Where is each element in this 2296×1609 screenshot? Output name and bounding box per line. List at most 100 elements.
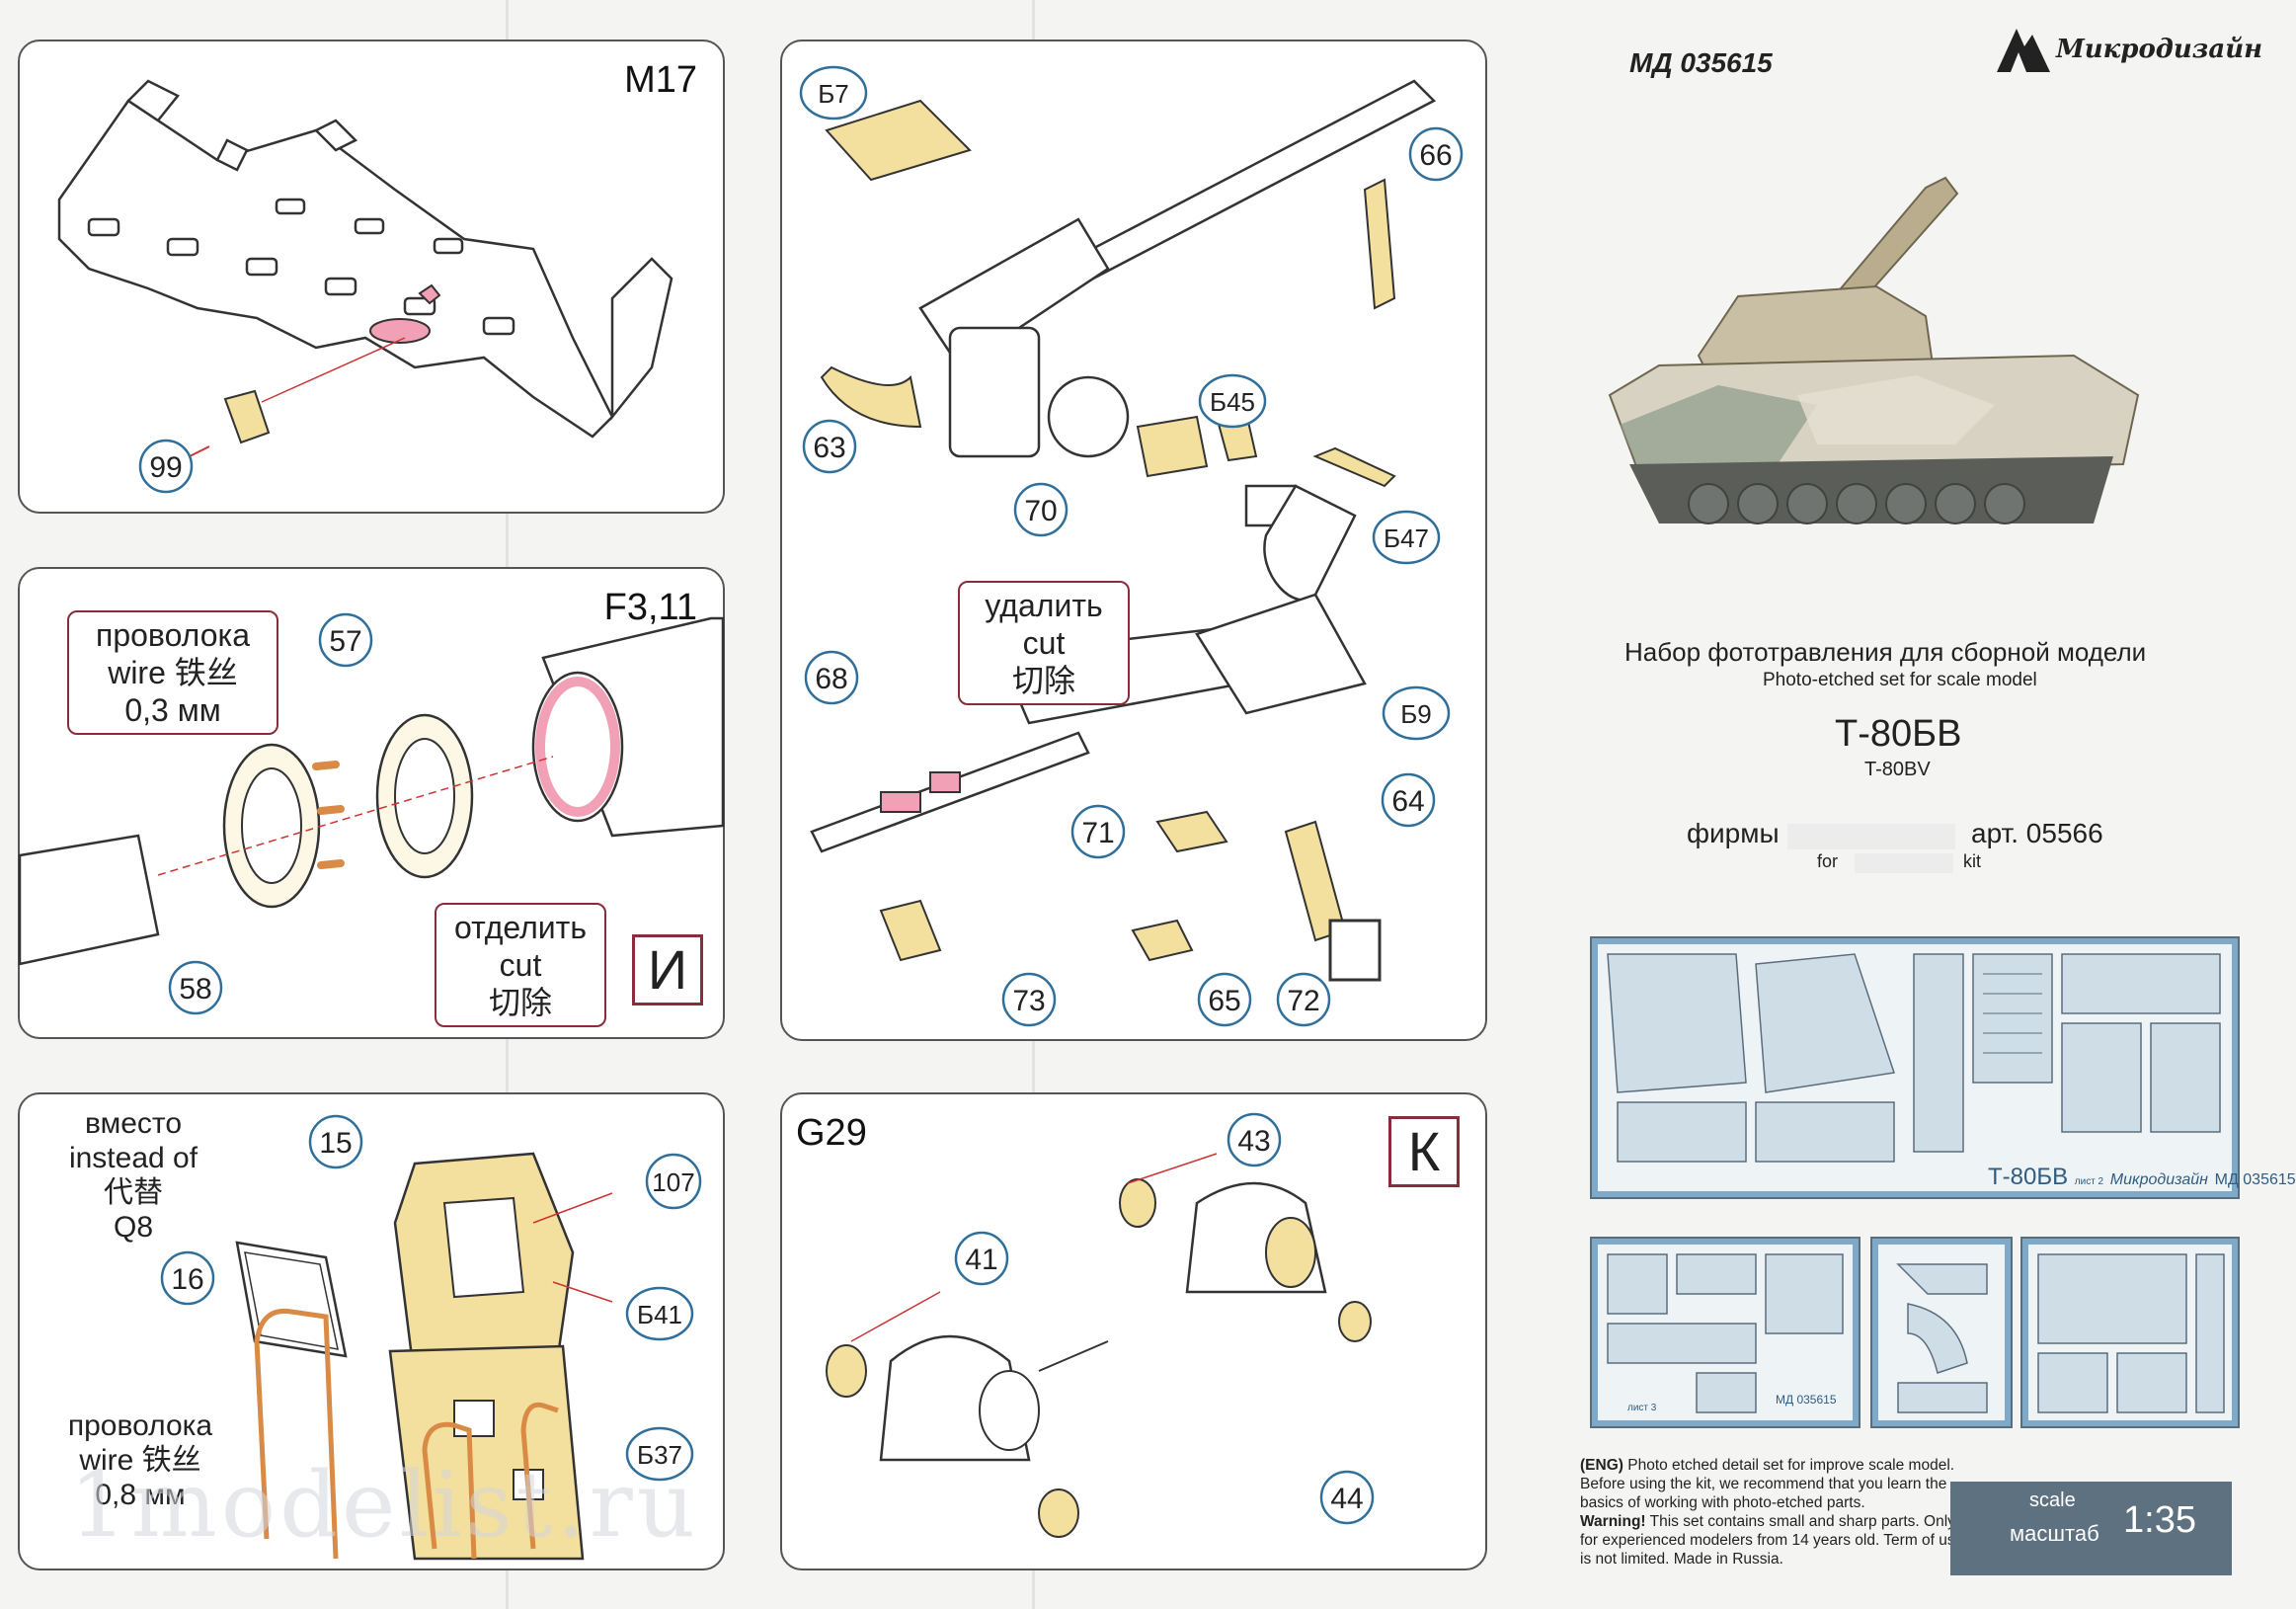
fret-small-2-drawing (1896, 1263, 1988, 1413)
part-number-66: 66 (1408, 126, 1464, 182)
pe-fret-small-2 (1870, 1237, 2013, 1428)
part-number-65: 65 (1197, 972, 1252, 1027)
part-number-99: 99 (138, 439, 194, 494)
watermark: 1modelist.ru (69, 1452, 700, 1558)
scale-value: 1:35 (2123, 1499, 2196, 1541)
brand-name: Микродизайн (2056, 35, 2263, 64)
part-number-b37: Б37 (625, 1426, 694, 1482)
svg-text:Б41: Б41 (637, 1300, 682, 1329)
part-number-15: 15 (308, 1114, 363, 1169)
wire-note: проволока wire 铁丝 0,3 мм (67, 610, 278, 735)
svg-text:66: 66 (1419, 139, 1452, 172)
part-number-107: 107 (645, 1153, 702, 1210)
svg-text:43: 43 (1237, 1125, 1270, 1158)
pe-fret-small-3 (2020, 1237, 2240, 1428)
fret-small-code: МД 035615 (1776, 1393, 1837, 1407)
svg-text:41: 41 (965, 1244, 997, 1276)
part-number-43: 43 (1227, 1112, 1282, 1167)
part-number-64: 64 (1381, 772, 1436, 828)
firm-label: фирмы (1687, 818, 1780, 848)
scale-label-en: scale (2029, 1489, 2076, 1511)
panel-title: F3,11 (603, 587, 697, 628)
fret-small-1-drawing (1607, 1253, 1844, 1413)
model-name-en: T-80BV (1864, 759, 1931, 780)
panel-q8: вместо instead of 代替 Q8 проволока wire 铁… (18, 1092, 725, 1570)
pe-fret-small-1: лист 3 МД 035615 (1590, 1237, 1861, 1428)
part-number-72: 72 (1276, 972, 1331, 1027)
part-number-73: 73 (1001, 972, 1057, 1027)
product-code: МД 035615 (1629, 47, 1773, 78)
svg-text:44: 44 (1330, 1483, 1363, 1515)
svg-text:68: 68 (815, 663, 847, 695)
part-number-41: 41 (954, 1231, 1009, 1286)
part-number-16: 16 (160, 1250, 215, 1306)
part-number-b45: Б45 (1198, 373, 1267, 429)
for-label: for (1817, 851, 1839, 871)
panel-m17: M17 99 (18, 40, 725, 514)
svg-text:72: 72 (1287, 985, 1319, 1017)
set-title-en: Photo-etched set for scale model (1763, 670, 2037, 690)
fret-marking: Т-80БВ лист 2 Микродизайн МД 035615 (1988, 1164, 2296, 1190)
english-notes: (ENG) Photo etched detail set for improv… (1580, 1457, 1964, 1568)
mountain-logo-icon (1997, 29, 2050, 72)
pe-fret-main: Т-80БВ лист 2 Микродизайн МД 035615 (1590, 936, 2296, 1199)
part-number-b41: Б41 (625, 1286, 694, 1341)
part-number-44: 44 (1319, 1470, 1375, 1525)
hatch-plate-drawing (235, 1152, 613, 1561)
fret-parts-drawing (1607, 953, 2221, 1163)
svg-text:Б45: Б45 (1210, 387, 1255, 417)
firm-name-redacted (1787, 824, 1955, 849)
part-number-b47: Б47 (1372, 510, 1441, 565)
brand-logo: Микродизайн (1995, 25, 2262, 74)
panel-title: G29 (796, 1112, 867, 1154)
panel-title: M17 (624, 59, 697, 101)
fret-sheet-3: лист 3 (1627, 1403, 1657, 1413)
svg-text:58: 58 (179, 973, 211, 1006)
svg-text:107: 107 (652, 1167, 694, 1197)
cut-note: отделить cut 切除 (435, 903, 606, 1027)
svg-text:Б9: Б9 (1400, 699, 1432, 729)
svg-text:15: 15 (319, 1127, 352, 1160)
part-number-70: 70 (1013, 482, 1069, 537)
barrel-rings-drawing (18, 616, 725, 966)
panel-g29: G29 К 43 41 44 (780, 1092, 1487, 1570)
set-title-ru: Набор фототравления для сборной модели (1624, 637, 2147, 667)
svg-text:71: 71 (1081, 817, 1114, 849)
periscope-covers-drawing (826, 1153, 1372, 1538)
step-letter: К (1388, 1116, 1460, 1187)
svg-text:99: 99 (149, 451, 182, 484)
svg-text:16: 16 (171, 1263, 203, 1296)
part-number-58: 58 (168, 960, 223, 1015)
panel-f311: F3,11 проволока wire 铁丝 0,3 мм отделить … (18, 567, 725, 1039)
svg-text:Б37: Б37 (637, 1440, 682, 1470)
part-number-57: 57 (318, 612, 373, 668)
svg-text:57: 57 (329, 625, 361, 658)
track-link-drawing (57, 79, 673, 457)
part-number-b9: Б9 (1382, 685, 1451, 741)
part-number-63: 63 (802, 419, 857, 474)
svg-text:63: 63 (813, 432, 845, 464)
machine-gun-drawing (810, 79, 1437, 982)
svg-text:64: 64 (1391, 785, 1424, 818)
tank-photo (1608, 176, 2140, 524)
svg-text:65: 65 (1208, 985, 1240, 1017)
wire-note: проволока wire 铁丝 0,8 мм (67, 1409, 213, 1511)
fret-parts-area: Т-80БВ лист 2 Микродизайн МД 035615 (1598, 944, 2296, 1191)
scale-box: scale масштаб 1:35 (1950, 1482, 2232, 1575)
kit-name-redacted (1855, 853, 1953, 873)
panel-gun: удалить cut 切除 Б7 66 63 Б45 70 Б47 68 Б9… (780, 40, 1487, 1041)
instead-note: вместо instead of 代替 Q8 (68, 1107, 198, 1244)
remove-note: удалить cut 切除 (958, 581, 1130, 705)
kit-label: kit (1963, 851, 1981, 871)
scale-label-ru: масштаб (2010, 1521, 2099, 1546)
part-number-b7: Б7 (799, 65, 868, 121)
step-letter: И (632, 934, 703, 1006)
part-number-68: 68 (804, 650, 859, 705)
svg-text:Б47: Б47 (1384, 523, 1429, 553)
svg-text:73: 73 (1012, 985, 1045, 1017)
part-number-71: 71 (1070, 804, 1126, 859)
fret-small-3-drawing (2037, 1253, 2225, 1413)
model-name-ru: Т-80БВ (1835, 713, 1962, 755)
svg-text:70: 70 (1024, 495, 1057, 527)
svg-text:Б7: Б7 (818, 79, 849, 109)
